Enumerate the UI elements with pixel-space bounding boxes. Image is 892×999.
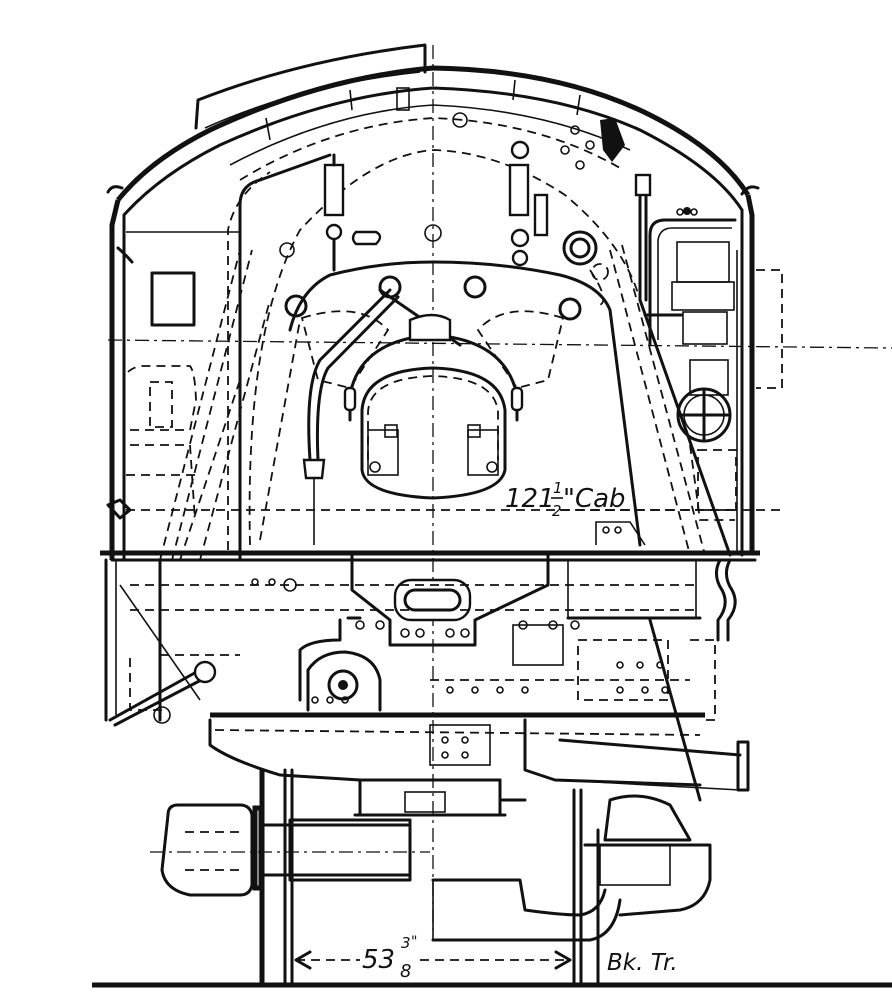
truck-label: Bk. Tr.	[607, 950, 678, 976]
cab-width-whole: 121	[505, 484, 555, 514]
cab-width-dimension: 121 1 2 "Cab	[505, 479, 740, 520]
firebox-door	[300, 288, 565, 545]
gauge-whole: 53	[362, 945, 395, 975]
cab-left-wall	[104, 153, 780, 722]
cab-roof	[116, 43, 751, 217]
gauge-dimension: 53 3 8 "	[294, 934, 572, 982]
gauge-unit: "	[411, 934, 417, 950]
cab-width-frac-den: 2	[552, 502, 562, 520]
frame-chassis	[108, 553, 716, 802]
buffer-beam	[208, 712, 750, 817]
boiler-backhead	[248, 140, 642, 547]
cab-width-suffix: "Cab	[563, 484, 626, 514]
wheelset	[160, 768, 712, 987]
cab-width-frac-num: 1	[553, 479, 563, 497]
cab-right-wall	[609, 173, 783, 557]
gauge-frac-num: 3	[401, 934, 411, 952]
gauge-frac-den: 8	[400, 961, 411, 982]
